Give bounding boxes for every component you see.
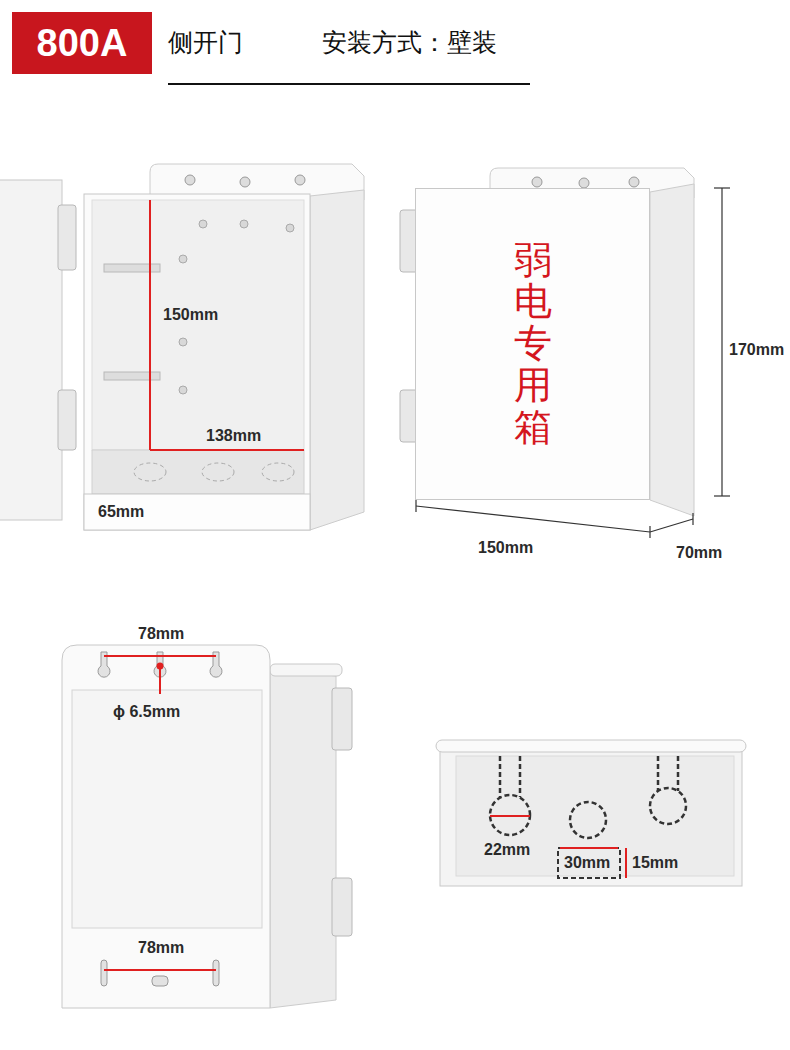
knockout-slot xyxy=(677,756,680,791)
din-rail xyxy=(104,372,160,380)
dimension-label: 150mm xyxy=(478,538,533,557)
node-text: 弱电专用箱 xyxy=(514,240,552,449)
dimension-tick xyxy=(692,513,693,525)
boss xyxy=(240,220,248,228)
back-panel xyxy=(72,690,262,928)
dimension-tick xyxy=(415,500,416,512)
knockout xyxy=(262,463,294,481)
header-text: 安装方式：壁装 xyxy=(322,28,497,58)
slot xyxy=(101,960,107,986)
dimension-line xyxy=(490,815,530,817)
knockout-slot xyxy=(499,756,502,797)
knockout-slot xyxy=(558,848,620,878)
leader-line xyxy=(159,669,161,694)
slot xyxy=(152,976,168,986)
dimension-tick xyxy=(649,526,650,538)
box-side xyxy=(650,184,694,516)
dimension-line xyxy=(149,200,151,450)
box-front-lip xyxy=(84,494,310,530)
dimension-label: 15mm xyxy=(632,853,678,872)
mount-hole xyxy=(579,178,589,188)
mount-hole xyxy=(532,177,542,187)
boss xyxy=(286,224,294,232)
knockout xyxy=(650,788,686,824)
box-door: 弱电专用箱 xyxy=(415,188,650,500)
dimension-line xyxy=(650,519,693,532)
box-back-wall xyxy=(92,200,304,450)
dimension-line xyxy=(416,506,650,532)
node-text: 800A xyxy=(37,22,128,65)
dimension-line xyxy=(150,449,304,451)
knockout-slot xyxy=(657,756,660,791)
dimension-label: ϕ 6.5mm xyxy=(113,702,180,721)
box-side xyxy=(310,190,364,530)
bottom-view xyxy=(440,748,742,886)
hinge xyxy=(58,390,76,450)
header-text: 侧开门 xyxy=(168,28,243,58)
box-rim xyxy=(436,740,746,752)
dimension-line xyxy=(104,655,216,657)
mount-hole xyxy=(240,177,250,187)
din-rail xyxy=(104,264,160,272)
dimension-dot xyxy=(157,663,164,670)
mount-hole xyxy=(295,175,305,185)
dimension-label: 138mm xyxy=(206,426,261,445)
open-door xyxy=(0,180,62,520)
dimension-line xyxy=(560,847,618,849)
knockout xyxy=(134,463,166,481)
header-rule xyxy=(168,83,530,85)
dimension-label: 70mm xyxy=(676,543,722,562)
dimension-label: 78mm xyxy=(138,938,184,957)
dimension-line xyxy=(625,848,627,878)
box-side xyxy=(270,668,336,1008)
boss xyxy=(199,220,207,228)
dimension-label: 78mm xyxy=(138,624,184,643)
slot xyxy=(213,960,219,986)
mount-hole xyxy=(185,175,195,185)
dimension-tick xyxy=(714,495,730,496)
hinge xyxy=(58,205,76,270)
knockout xyxy=(202,463,234,481)
box-floor xyxy=(92,450,304,494)
dimension-label: 170mm xyxy=(729,340,784,359)
model-badge: 800A xyxy=(12,12,152,74)
boss xyxy=(179,338,187,346)
dimension-label: 30mm xyxy=(564,853,610,872)
knockout xyxy=(570,802,606,838)
knockout xyxy=(490,795,530,835)
dimension-tick xyxy=(714,187,730,188)
hinge xyxy=(332,688,352,750)
bottom-floor xyxy=(456,756,734,876)
knockout-slot xyxy=(519,756,522,797)
dimension-label: 65mm xyxy=(98,502,144,521)
box-frame xyxy=(84,194,310,530)
mount-hole xyxy=(629,177,639,187)
dimension-line xyxy=(104,969,216,971)
boss xyxy=(179,255,187,263)
back-plate xyxy=(62,645,270,1008)
boss xyxy=(179,386,187,394)
box-rim xyxy=(270,664,342,676)
dimension-line xyxy=(721,188,722,496)
dimension-label: 150mm xyxy=(163,305,218,324)
dimension-label: 22mm xyxy=(484,840,530,859)
hinge xyxy=(332,878,352,936)
